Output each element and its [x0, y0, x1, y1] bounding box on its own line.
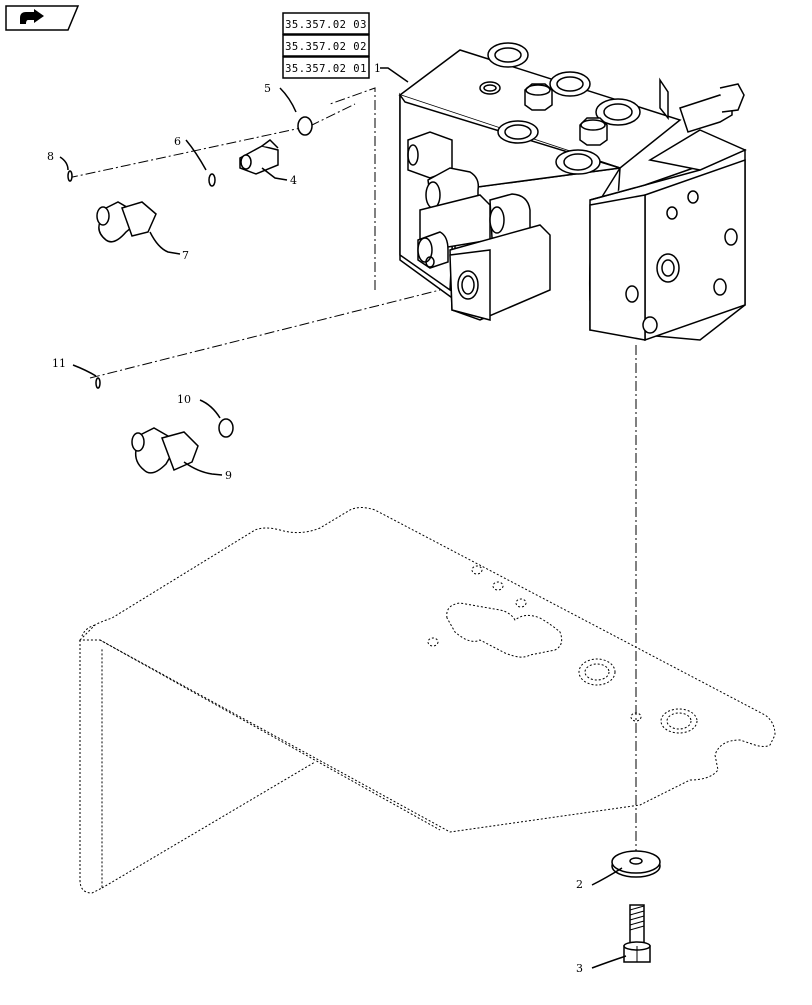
o-ring: [297, 116, 313, 136]
centerline-fitting-7: [67, 125, 311, 179]
elbow-fitting: [131, 427, 199, 474]
callout-6[interactable]: 6: [174, 135, 181, 148]
control-valve: [398, 42, 747, 342]
callout-10[interactable]: 10: [177, 393, 191, 406]
centerline-fitting-9: [89, 289, 441, 379]
callout-5[interactable]: 5: [264, 82, 271, 95]
reference-label: 35.357.02 02: [285, 41, 367, 53]
reference-box-2[interactable]: 35.357.02 02: [282, 34, 370, 57]
centerline-valve-left: [329, 87, 376, 290]
callout-9[interactable]: 9: [225, 469, 232, 482]
cap: [95, 377, 101, 389]
reference-box-3[interactable]: 35.357.02 03: [282, 12, 370, 35]
centerline-port-top: [309, 103, 356, 127]
mounting-plate: [78, 507, 776, 894]
elbow-fitting: [96, 201, 157, 243]
return-arrow-icon[interactable]: [5, 5, 80, 31]
straight-fitting: [239, 139, 279, 175]
reference-box-1[interactable]: 35.357.02 01: [282, 56, 370, 79]
o-ring: [208, 173, 216, 187]
callout-8[interactable]: 8: [47, 150, 54, 163]
o-ring: [218, 418, 234, 438]
callout-4[interactable]: 4: [290, 174, 297, 187]
bolt: [623, 904, 651, 963]
callout-3[interactable]: 3: [576, 962, 583, 975]
leader-lines: [59, 67, 627, 969]
callout-7[interactable]: 7: [182, 249, 189, 262]
washer: [611, 850, 661, 878]
cap: [67, 170, 73, 182]
callout-1[interactable]: 1: [374, 62, 381, 75]
callout-11[interactable]: 11: [52, 357, 66, 370]
reference-label: 35.357.02 01: [285, 63, 367, 75]
callout-2[interactable]: 2: [576, 878, 583, 891]
reference-label: 35.357.02 03: [285, 19, 367, 31]
